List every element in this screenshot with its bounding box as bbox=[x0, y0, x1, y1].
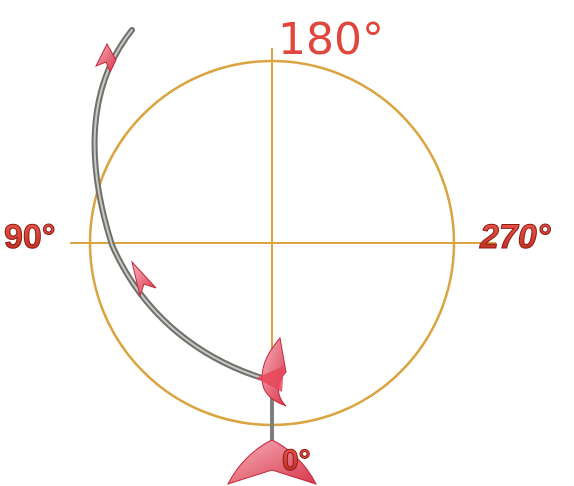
label-0: 0° bbox=[282, 444, 311, 477]
rotation-path bbox=[95, 30, 262, 378]
label-270: 270° bbox=[479, 218, 551, 256]
label-90: 90° bbox=[4, 218, 55, 256]
label-180: 180° bbox=[278, 14, 384, 65]
